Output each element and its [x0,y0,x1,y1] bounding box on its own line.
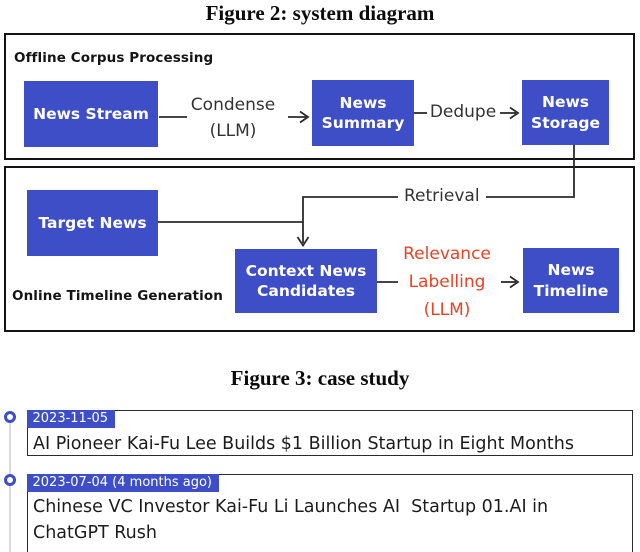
node-news-stream: News Stream [24,81,158,147]
timeline-dot-icon [4,474,16,486]
entry-headline: Chinese VC Investor Kai-Fu Li Launches A… [33,497,554,543]
node-news-storage: News Storage [522,80,609,145]
figure2-caption: Figure 2: system diagram [205,1,435,25]
timeline-dot-icon [4,411,16,423]
edge-label-dedupe: Dedupe [429,102,497,122]
node-news-timeline: News Timeline [523,248,619,313]
timeline-entry: 2023-11-05 AI Pioneer Kai-Fu Lee Builds … [26,409,633,456]
node-context-news-candidates: Context News Candidates [235,249,377,313]
entry-date-badge: 2023-07-04 (4 months ago) [26,473,219,492]
node-news-summary: News Summary [312,80,414,146]
offline-section-label: Offline Corpus Processing [14,50,214,66]
entry-headline: AI Pioneer Kai-Fu Lee Builds $1 Billion … [33,434,574,454]
entry-date-badge: 2023-11-05 [26,409,116,428]
edge-label-condense: Condense (LLM) [190,95,276,141]
edge-label-relevance-labelling: Relevance Labelling (LLM) [403,244,491,320]
timeline-entry: 2023-07-04 (4 months ago) Chinese VC Inv… [26,473,633,552]
online-section-label: Online Timeline Generation [12,288,223,304]
node-target-news: Target News [27,190,158,256]
edge-label-retrieval: Retrieval [398,186,486,206]
figure3-caption: Figure 3: case study [230,366,410,390]
